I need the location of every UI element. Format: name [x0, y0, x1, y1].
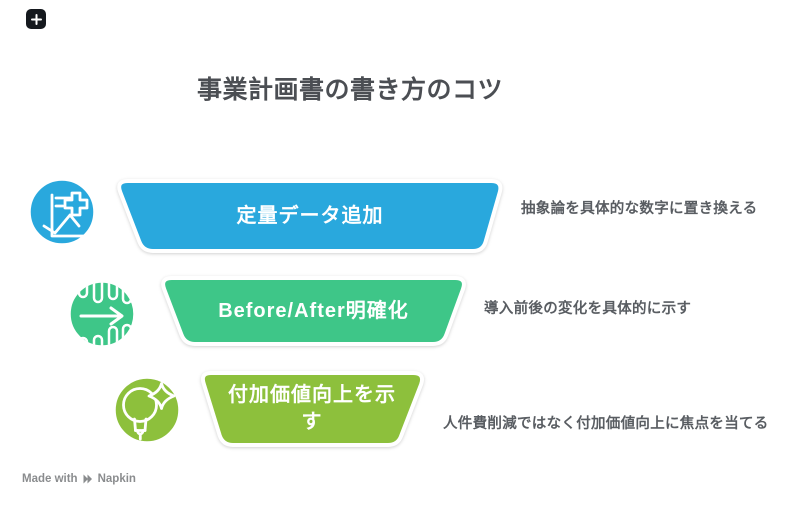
plus-icon: [30, 13, 42, 25]
made-with-text: Made with: [22, 473, 78, 485]
add-visual-button[interactable]: [26, 9, 46, 29]
diagram-title: 事業計画書の書き方のコツ: [197, 76, 504, 104]
transform-arrow-icon[interactable]: [65, 277, 139, 351]
lightbulb-sparkle-icon[interactable]: [110, 373, 184, 447]
funnel-segment-2[interactable]: [161, 276, 466, 346]
funnel-segment-3[interactable]: [200, 371, 425, 447]
made-with-napkin-link[interactable]: Made with Napkin: [22, 473, 136, 485]
funnel-segment-1[interactable]: [117, 179, 503, 253]
funnel-segment-3-description: 人件費削減ではなく付加価値向上に焦点を当てる: [443, 416, 769, 432]
funnel-segment-1-label: 定量データ追加: [236, 205, 384, 227]
funnel-segment-2-description: 導入前後の変化を具体的に示す: [484, 301, 692, 317]
funnel-segment-3-label: 付加価値向上を示す: [228, 384, 396, 433]
funnel-segment-1-description: 抽象論を具体的な数字に置き換える: [521, 201, 758, 217]
napkin-logo-icon: [83, 474, 92, 484]
chart-plus-icon[interactable]: [25, 175, 99, 249]
brand-text: Napkin: [97, 473, 136, 485]
funnel-segment-2-label: Before/After明確化: [218, 300, 409, 322]
